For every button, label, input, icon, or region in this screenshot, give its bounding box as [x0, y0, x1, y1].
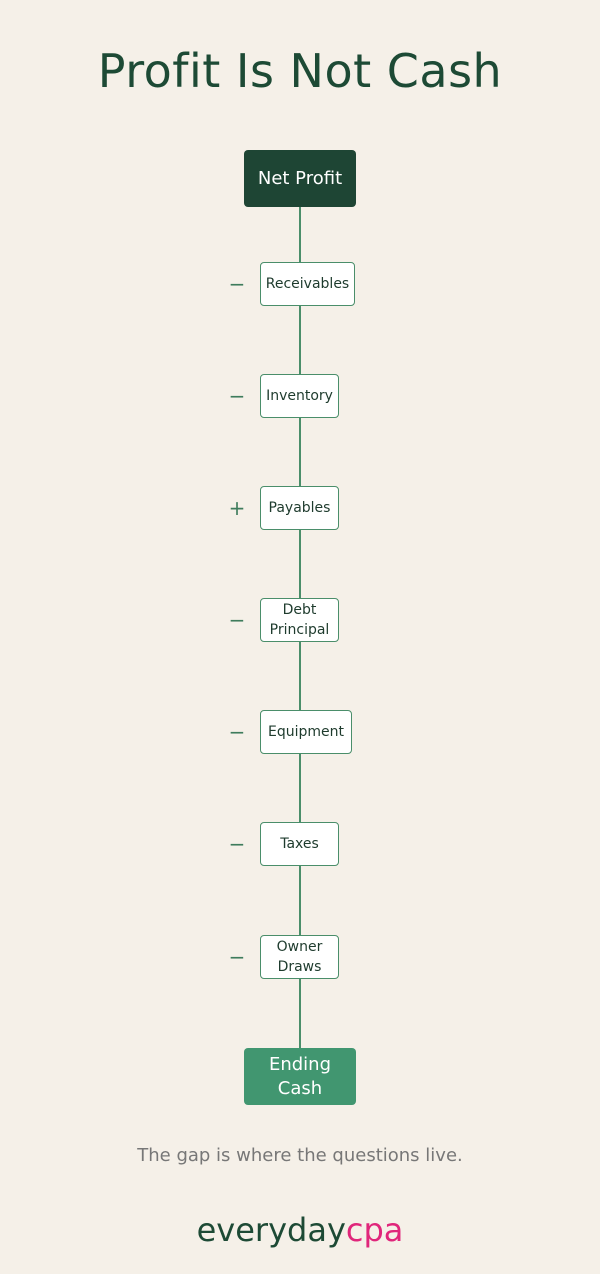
step-label-taxes: Taxes [280, 836, 319, 852]
ending-cash-label: Ending Cash [268, 1053, 332, 1099]
step-node-inventory: Inventory [260, 374, 339, 418]
step-node-receivables: Receivables [260, 262, 355, 306]
step-label-equipment: Equipment [268, 724, 344, 740]
step-sign-equipment: − [228, 720, 246, 744]
brand-logo-part2: cpa [345, 1211, 404, 1249]
net-profit-label: Net Profit [257, 167, 343, 189]
step-sign-debt-principal: − [228, 608, 246, 632]
step-sign-payables: + [228, 496, 246, 520]
tagline: The gap is where the questions live. [137, 1145, 463, 1166]
step-label-inventory: Inventory [266, 388, 333, 404]
step-sign-inventory: − [228, 384, 246, 408]
step-sign-receivables: − [228, 272, 246, 296]
step-node-equipment: Equipment [260, 710, 352, 754]
step-node-payables: Payables [260, 486, 339, 530]
page-title: Profit Is Not Cash [97, 44, 503, 98]
step-label-owner-draws: Owner Draws [276, 939, 323, 975]
step-node-taxes: Taxes [260, 822, 339, 866]
step-sign-taxes: − [228, 832, 246, 856]
step-label-payables: Payables [268, 500, 331, 516]
step-node-owner-draws: Owner Draws [260, 935, 339, 979]
brand-logo-part1: everyday [196, 1211, 346, 1249]
net-profit-node: Net Profit [244, 150, 356, 207]
ending-cash-node: Ending Cash [244, 1048, 356, 1105]
step-label-debt-principal: Debt Principal [269, 602, 330, 638]
step-node-debt-principal: Debt Principal [260, 598, 339, 642]
brand-logo: everydaycpa [0, 1208, 600, 1252]
step-label-receivables: Receivables [265, 276, 350, 292]
step-sign-owner-draws: − [228, 945, 246, 969]
